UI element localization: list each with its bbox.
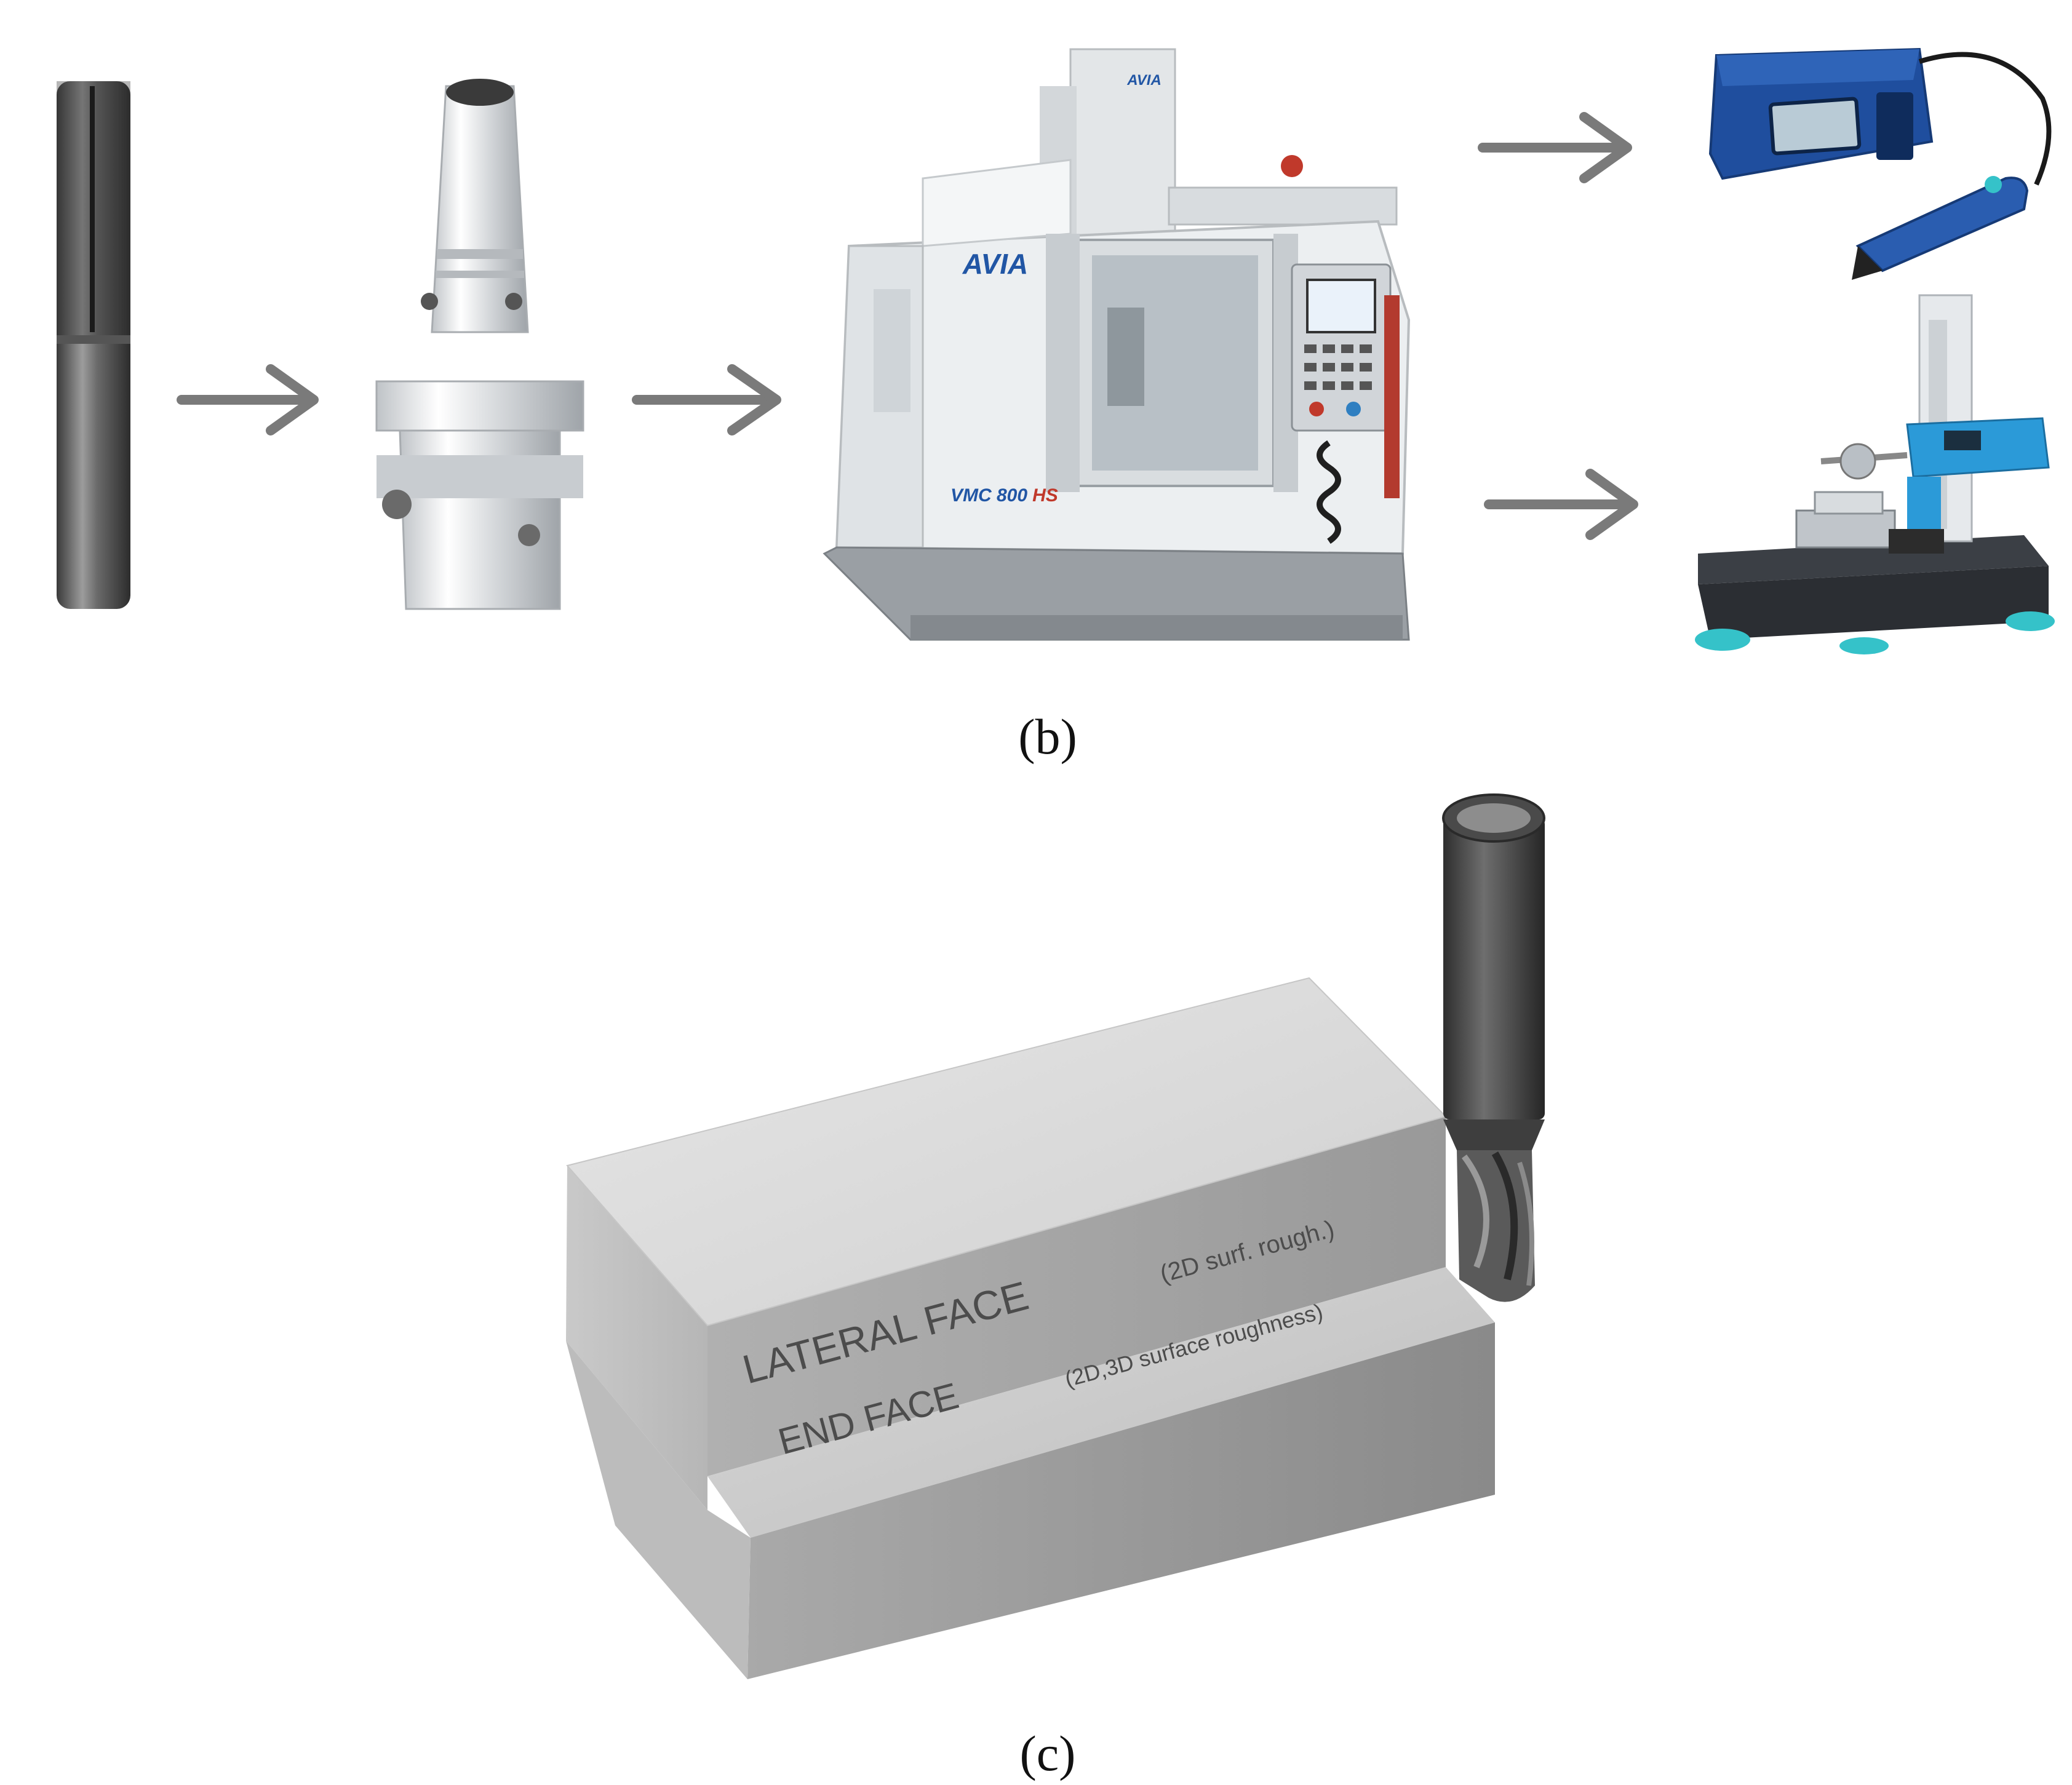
machine-brand-logo-top: AVIA [1126, 72, 1162, 89]
flow-arrow-4 [1484, 469, 1638, 540]
panel-label-c: (c) [1019, 1725, 1075, 1781]
flow-arrow-3 [1478, 112, 1632, 183]
flow-arrow-1 [177, 364, 319, 435]
workpiece-block [566, 977, 1495, 1679]
stationary-roughness-tester [1695, 294, 2055, 654]
flow-arrow-2 [632, 364, 781, 435]
end-mill-tool [1442, 793, 1545, 1302]
machine-brand-logo: AVIA [962, 248, 1029, 280]
tool-holder [375, 79, 584, 610]
portable-roughness-tester [1708, 47, 2052, 280]
panel-label-b: (b) [1018, 709, 1077, 765]
end-mill-cutter [57, 81, 130, 609]
